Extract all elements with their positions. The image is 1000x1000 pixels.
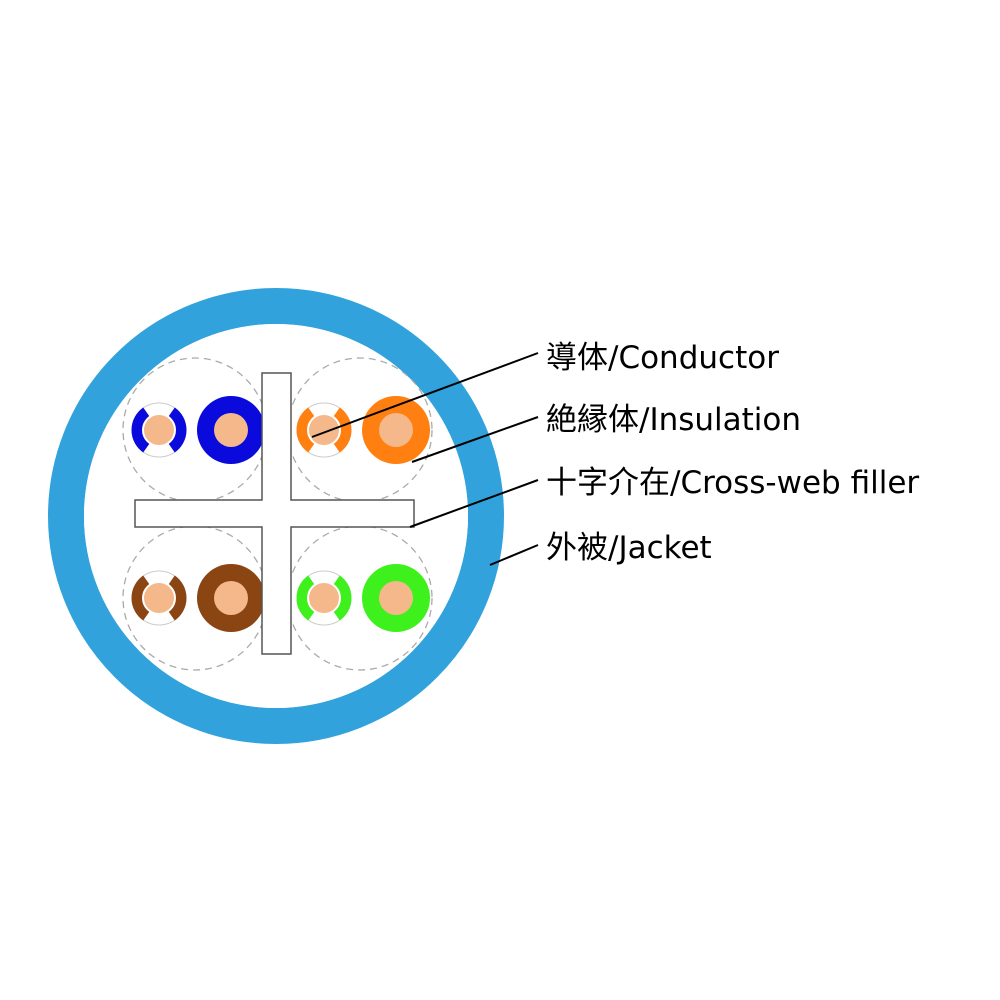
jacket-ring <box>48 288 504 744</box>
conductor-striped-wire <box>142 413 176 447</box>
conductor-striped-wire <box>307 581 341 615</box>
insulation-stripe-left <box>296 575 315 621</box>
insulation-stripe-left <box>131 407 150 453</box>
conductor-solid-wire <box>214 413 248 447</box>
conductor-solid-wire <box>214 581 248 615</box>
insulation-label: 絶縁体/Insulation <box>546 402 801 438</box>
filler-label: 十字介在/Cross-web filler <box>546 465 919 501</box>
jacket-label: 外被/Jacket <box>546 530 712 566</box>
twisted-pairs <box>122 357 433 671</box>
insulation-stripe-right <box>333 575 352 621</box>
filler-leader-line <box>409 479 539 528</box>
pair-green <box>287 525 433 671</box>
conductor-leader-line <box>311 352 539 438</box>
cross-web-filler <box>134 372 415 655</box>
insulation-stripe-right <box>168 407 187 453</box>
insulation-stripe-left <box>131 575 150 621</box>
conductor-striped-wire <box>307 413 341 447</box>
pair-blue <box>122 357 268 503</box>
conductor-striped-wire <box>142 581 176 615</box>
jacket-leader-line <box>489 544 539 566</box>
insulation-stripe-right <box>333 407 352 453</box>
pair-brown <box>122 525 268 671</box>
conductor-solid-wire <box>379 581 413 615</box>
conductor-solid-wire <box>379 413 413 447</box>
insulation-stripe-left <box>296 407 315 453</box>
insulation-leader-line <box>411 416 539 463</box>
insulation-stripe-right <box>168 575 187 621</box>
conductor-label: 導体/Conductor <box>546 340 779 376</box>
